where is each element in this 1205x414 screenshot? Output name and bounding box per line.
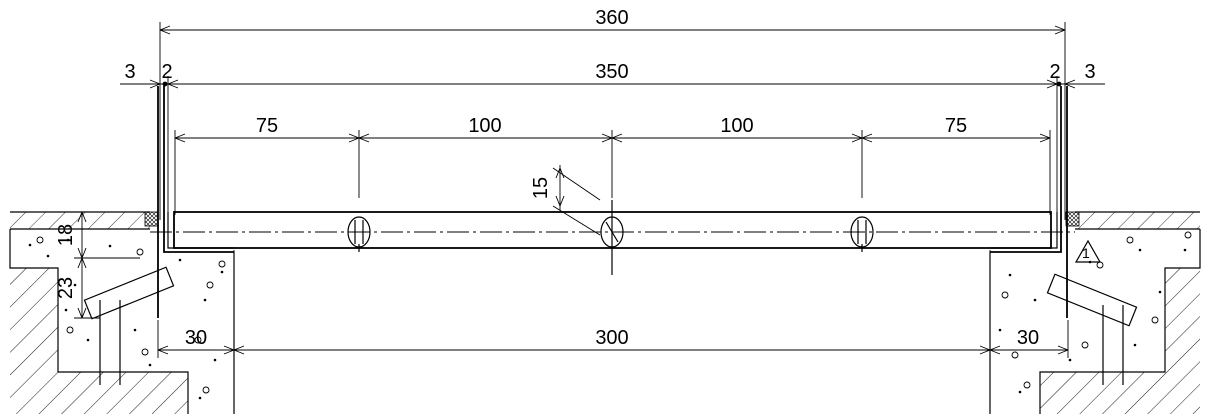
dim-right-frame: 2 (1049, 61, 1060, 83)
dim-overall-width: 360 (595, 7, 628, 29)
lifting-bolt-left (347, 216, 371, 252)
frame-and-cover (150, 86, 1075, 318)
dim-segment-3: 100 (720, 115, 753, 137)
dim-right-gap: 3 (1084, 61, 1095, 83)
dim-segment-4: 75 (945, 115, 967, 137)
dim-right-support: 30 (1017, 327, 1039, 349)
warning-triangle-label: 1 (1082, 245, 1090, 261)
dim-frame-depth: 23 (55, 277, 77, 299)
dim-left-support: 30 (185, 327, 207, 349)
dim-left-frame: 2 (161, 61, 172, 83)
dim-segment-1: 75 (256, 115, 278, 137)
dimension-lines (74, 22, 1105, 358)
dim-clear-opening: 300 (595, 327, 628, 349)
lifting-bolt-right (850, 216, 874, 252)
dim-cover-thickness: 18 (55, 224, 77, 246)
warning-triangle-icon: 1 (1074, 239, 1102, 263)
road-surface (10, 211, 1200, 230)
aggregate-dots (28, 231, 1192, 400)
dim-left-gap: 3 (124, 61, 135, 83)
dim-bolt-angle: 15 (530, 177, 552, 199)
dim-inner-width: 350 (595, 61, 628, 83)
dimension-labels: 360 350 3 2 2 3 75 100 100 75 15 18 23 3… (55, 7, 1096, 349)
lifting-bolt-center (600, 200, 624, 275)
dim-segment-2: 100 (468, 115, 501, 137)
concrete-bedding (9, 229, 1201, 414)
